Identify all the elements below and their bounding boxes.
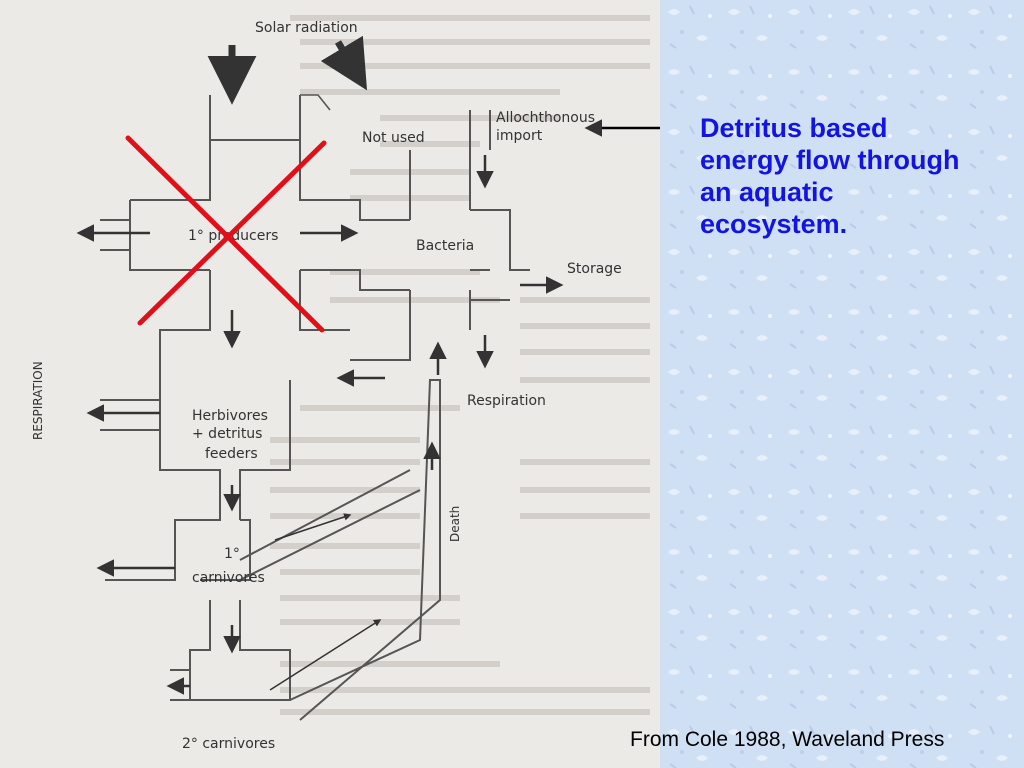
title-line: ecosystem. bbox=[700, 209, 848, 239]
label-allochthonous-1: Allochthonous bbox=[496, 110, 595, 126]
title-line: energy flow through bbox=[700, 145, 960, 175]
title-line: an aquatic bbox=[700, 177, 834, 207]
label-producers: 1° producers bbox=[188, 228, 278, 244]
red-cross-mark bbox=[125, 135, 327, 333]
label-respiration: Respiration bbox=[467, 393, 546, 409]
label-herbivores-1: Herbivores bbox=[192, 408, 268, 424]
label-herbivores-2: + detritus bbox=[192, 426, 262, 442]
label-herbivores-3: feeders bbox=[205, 446, 258, 462]
label-carnivores1-1: 1° bbox=[224, 546, 240, 562]
label-storage: Storage bbox=[567, 261, 622, 277]
label-solar-radiation: Solar radiation bbox=[255, 20, 358, 36]
label-not-used: Not used bbox=[362, 130, 425, 146]
title-line: Detritus based bbox=[700, 113, 888, 143]
energy-flow-diagram: Solar radiation Not used Allochthonous i… bbox=[31, 15, 660, 752]
label-respiration-side: RESPIRATION bbox=[31, 361, 45, 440]
slide-title: Detritus based energy flow through an aq… bbox=[700, 112, 1020, 240]
citation: From Cole 1988, Waveland Press bbox=[630, 728, 945, 751]
figure-panel: Solar radiation Not used Allochthonous i… bbox=[0, 0, 660, 768]
label-bacteria: Bacteria bbox=[416, 238, 474, 254]
flow-arrows bbox=[76, 155, 564, 695]
label-carnivores2: 2° carnivores bbox=[182, 736, 275, 752]
label-carnivores1-2: carnivores bbox=[192, 570, 265, 586]
solar-radiation-arrows bbox=[207, 35, 368, 105]
label-death: Death bbox=[448, 506, 462, 542]
flow-pipes bbox=[100, 94, 530, 721]
label-allochthonous-2: import bbox=[496, 128, 543, 144]
